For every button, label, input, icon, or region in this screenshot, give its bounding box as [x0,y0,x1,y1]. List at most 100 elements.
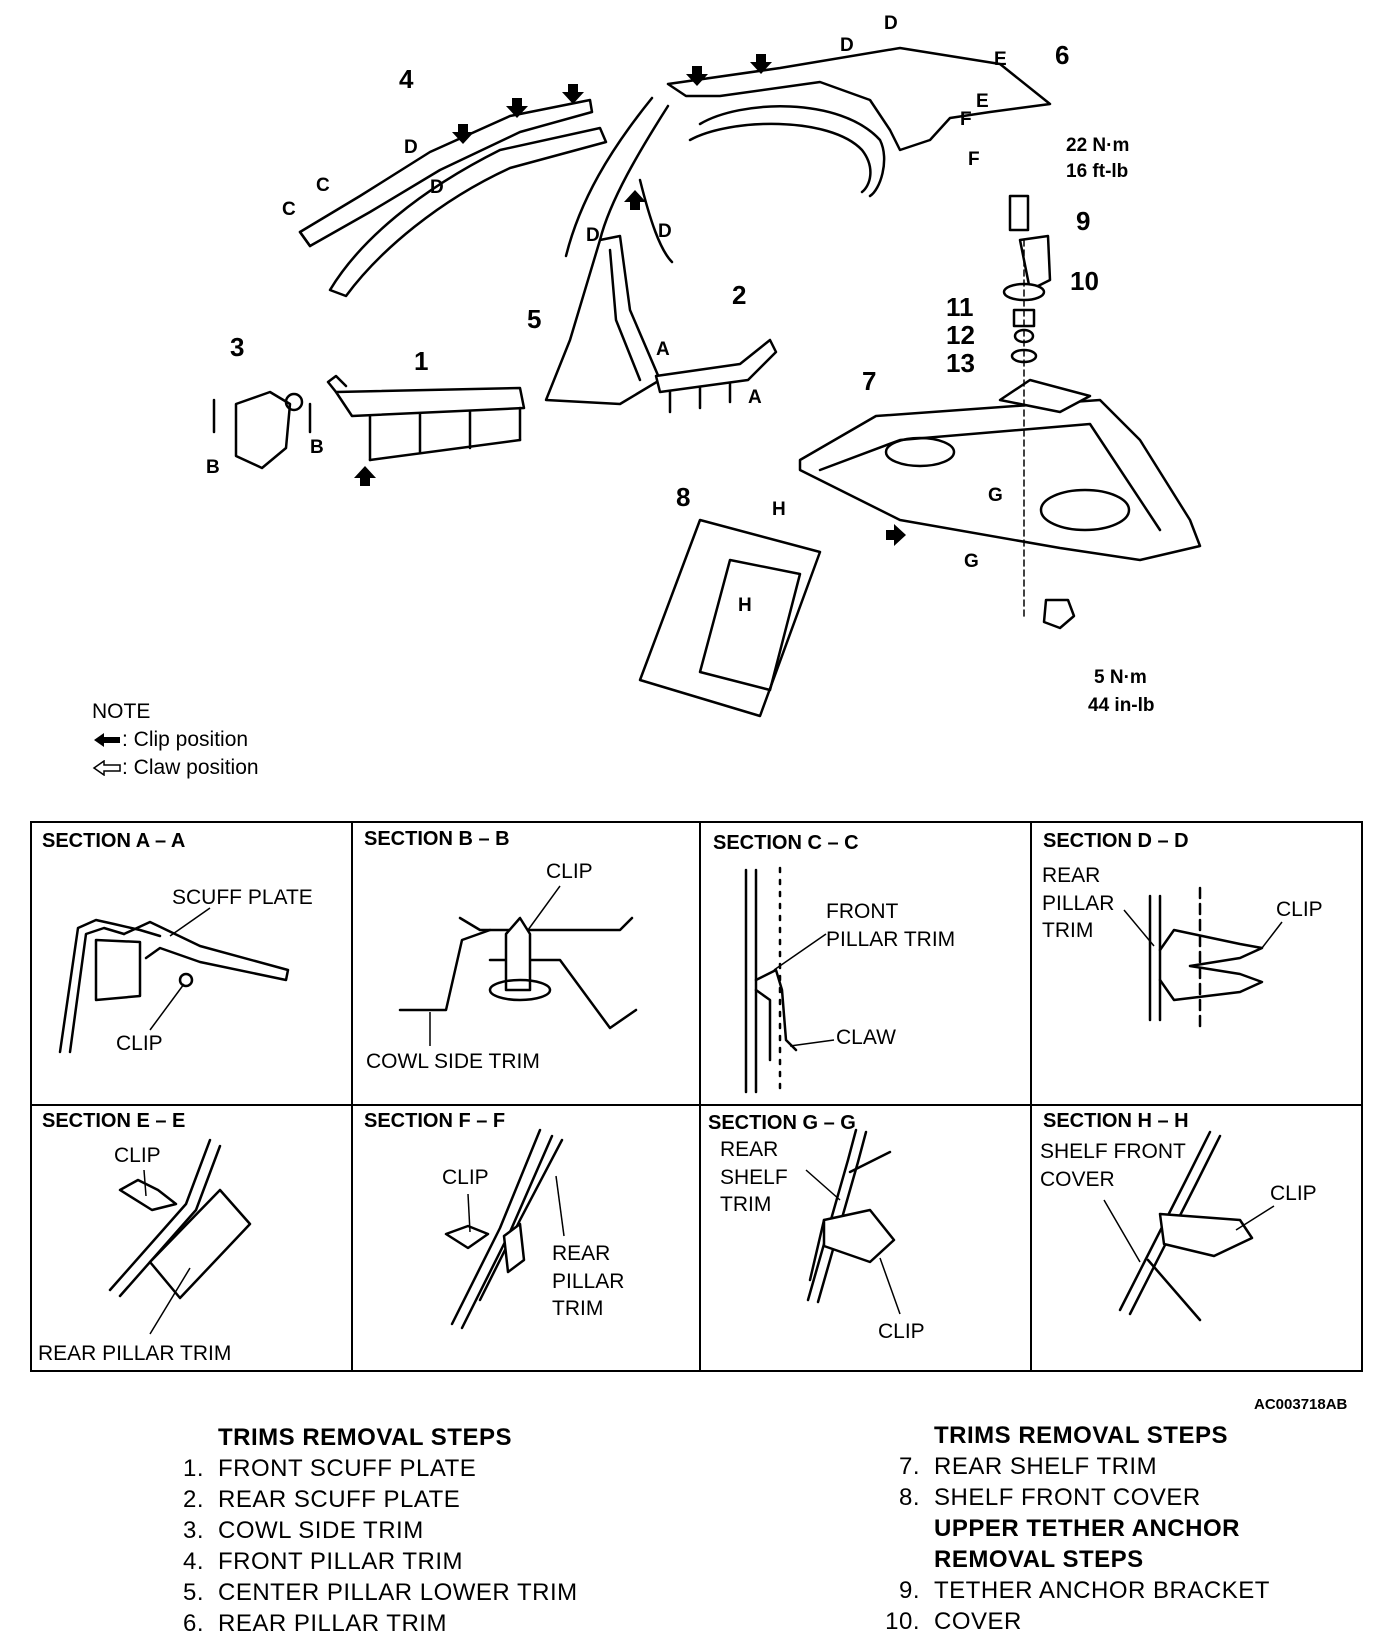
note-legend: NOTE : Clip position : Claw position [92,698,259,782]
part-number-1: 1 [414,346,429,376]
step-row: 4.FRONT PILLAR TRIM [182,1547,463,1575]
section-g-label-clip: CLIP [878,1320,925,1343]
marker-d: D [840,35,854,56]
section-e-label-rear-pillar-trim: REAR PILLAR TRIM [38,1342,232,1365]
marker-d: D [658,221,672,242]
section-g-sketch [806,1128,896,1304]
clip-arrows [354,54,906,546]
steps-right: TRIMS REMOVAL STEPS 7.REAR SHELF TRIM 8.… [876,1420,1270,1637]
section-e-title: SECTION E – E [42,1110,186,1132]
step-row: 3.COWL SIDE TRIM [182,1516,424,1544]
part-number-3: 3 [230,332,245,362]
section-c-title: SECTION C – C [713,832,859,854]
part-number-7: 7 [862,366,877,396]
section-f-title: SECTION F – F [364,1110,506,1132]
part-number-12: 12 [946,320,975,350]
marker-d: D [404,137,418,158]
marker-b: B [206,457,220,478]
section-c-sketch [744,866,798,1094]
section-a-label-clip: CLIP [116,1032,163,1055]
part-number-11: 11 [946,292,974,322]
section-d-label-clip: CLIP [1276,898,1323,921]
marker-g: G [964,551,979,572]
section-h-label-shelf-front-cover: SHELF FRONT COVER [1040,1140,1186,1191]
steps-left: TRIMS REMOVAL STEPS 1.FRONT SCUFF PLATE … [160,1422,578,1639]
part-number-2: 2 [732,280,747,310]
section-h-label-clip: CLIP [1270,1182,1317,1205]
torque-bottom-imperial: 44 in-lb [1088,695,1155,716]
figure-reference: AC003718AB [1254,1396,1348,1413]
marker-d: D [430,177,444,198]
marker-g: G [988,485,1003,506]
rear-scuff-plate-part [654,338,778,414]
tether-anchor-hardware [1002,194,1076,630]
front-pillar-trim-part [298,98,608,298]
section-e-label-clip: CLIP [114,1144,161,1167]
section-a-label-scuff-plate: SCUFF PLATE [172,886,313,909]
claw-position-arrow-icon [92,760,121,776]
section-b-label-cowl-side-trim: COWL SIDE TRIM [366,1050,540,1073]
section-b-sketch [398,916,638,1030]
section-b-label-clip: CLIP [546,860,593,883]
section-f-sketch [444,1128,564,1330]
marker-d: D [586,225,600,246]
marker-h: H [772,499,786,520]
marker-a: A [656,339,670,360]
section-g-label-rear-shelf-trim: REAR SHELF TRIM [720,1138,788,1217]
section-d-sketch [1148,886,1264,1032]
callout-leaders [143,885,1283,1335]
rear-shelf-trim-part [798,378,1202,562]
note-clip-text: : Clip position [122,728,249,751]
torque-bottom-nm: 5 N·m [1094,667,1147,688]
step-row: 5.CENTER PILLAR LOWER TRIM [182,1578,578,1606]
marker-c: C [316,175,330,196]
step-row: 2.REAR SCUFF PLATE [182,1485,461,1513]
steps-left-heading: TRIMS REMOVAL STEPS [218,1423,512,1451]
section-g-title: SECTION G – G [708,1112,856,1134]
part-number-9: 9 [1076,206,1091,236]
marker-c: C [282,199,296,220]
section-f-label-rear-pillar-trim: REAR PILLAR TRIM [552,1242,625,1321]
marker-b: B [310,437,324,458]
cowl-side-trim-part [212,390,312,470]
part-number-10: 10 [1070,266,1099,296]
section-e-sketch [108,1138,252,1300]
section-h-sketch [1118,1130,1254,1322]
part-number-5: 5 [527,304,542,334]
part-number-4: 4 [399,64,414,94]
part-number-6: 6 [1055,40,1070,70]
rear-pillar-trim-part [564,46,1052,264]
section-grid [30,821,1363,1372]
part-number-8: 8 [676,482,691,512]
marker-d: D [884,13,898,34]
clip-position-arrow-icon [94,733,120,747]
step-row: 9.TETHER ANCHOR BRACKET [898,1576,1270,1604]
section-h-title: SECTION H – H [1043,1110,1189,1132]
step-row: 10.COVER [885,1607,1022,1635]
section-b-title: SECTION B – B [364,828,510,850]
marker-e: E [994,49,1007,70]
note-claw-text: : Claw position [122,756,259,779]
section-c-label-claw: CLAW [836,1026,896,1049]
center-pillar-lower-trim-part [544,234,662,406]
section-c-label-front-pillar-trim: FRONT PILLAR TRIM [826,900,956,951]
section-a-sketch [58,918,290,1054]
part-number-13: 13 [946,348,975,378]
marker-f: F [960,109,972,130]
marker-a: A [748,387,762,408]
step-row: 8.SHELF FRONT COVER [898,1483,1201,1511]
front-scuff-plate-part [326,374,526,462]
step-row: 1.FRONT SCUFF PLATE [182,1454,477,1482]
marker-e: E [976,91,989,112]
steps-right-subheading: REMOVAL STEPS [934,1545,1144,1573]
exploded-parts-diagram [212,46,1202,718]
marker-f: F [968,149,980,170]
step-row: 7.REAR SHELF TRIM [898,1452,1158,1480]
torque-top-nm: 22 N·m [1066,135,1130,156]
section-d-label-rear-pillar-trim: REAR PILLAR TRIM [1042,864,1115,943]
note-title: NOTE [92,700,151,723]
steps-right-subheading: UPPER TETHER ANCHOR [934,1514,1240,1542]
section-f-label-clip: CLIP [442,1166,489,1189]
section-d-title: SECTION D – D [1043,830,1189,852]
section-a-title: SECTION A – A [42,830,186,852]
